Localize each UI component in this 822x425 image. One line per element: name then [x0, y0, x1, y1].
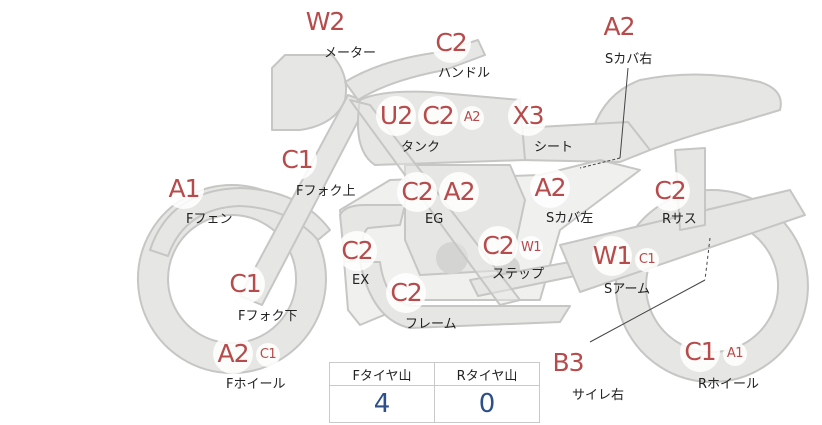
grade-seat: X3: [508, 96, 548, 136]
grade-meter: W2: [305, 2, 345, 42]
label-side-cover-left: Sカバ左: [546, 211, 594, 226]
label-frame: フレーム: [405, 317, 457, 332]
grade-tank-2: C2: [418, 96, 458, 136]
tail-shape: [589, 73, 782, 151]
grade-fork-upper: C1: [277, 140, 317, 180]
grade-rear-wheel-sub: A1: [723, 342, 747, 366]
grade-front-wheel: A2: [213, 334, 253, 374]
grade-swing-arm-sub: C1: [635, 248, 659, 272]
label-rear-suspension: Rサス: [662, 212, 697, 227]
label-fork-lower: Fフォク下: [238, 309, 298, 324]
grade-step-sub: W1: [519, 236, 543, 260]
grade-side-cover-left: A2: [530, 168, 570, 208]
headlight-shape: [271, 54, 348, 131]
rear-tire-value: 0: [434, 385, 540, 423]
label-silencer-right: サイレ右: [572, 388, 625, 403]
label-side-cover-right: Sカバ右: [605, 52, 653, 67]
label-swing-arm: Sアーム: [604, 282, 651, 297]
tire-tread-table: Fタイヤ山 Rタイヤ山 4 0: [329, 362, 540, 423]
grade-engine-1: C2: [397, 172, 437, 212]
label-front-wheel: Fホイール: [226, 377, 286, 392]
label-seat: シート: [534, 140, 574, 155]
grade-tank-sub: A2: [460, 106, 484, 130]
label-handle: ハンドル: [438, 66, 491, 81]
grade-tank-1: U2: [376, 96, 416, 136]
grade-fork-lower: C1: [225, 264, 265, 304]
grade-rear-wheel: C1: [680, 332, 720, 372]
grade-side-cover-right: A2: [599, 7, 639, 47]
label-tank: タンク: [401, 140, 441, 155]
grade-engine-2: A2: [439, 172, 479, 212]
label-exhaust: EX: [352, 273, 370, 288]
front-tire-header: Fタイヤ山: [329, 362, 435, 386]
grade-step: C2: [478, 226, 518, 266]
grade-exhaust: C2: [337, 231, 377, 271]
label-engine: EG: [425, 212, 444, 227]
grade-swing-arm: W1: [592, 236, 632, 276]
grade-front-fender: A1: [164, 169, 204, 209]
rear-tire-header: Rタイヤ山: [434, 362, 540, 386]
label-meter: メーター: [324, 46, 377, 61]
grade-front-wheel-sub: C1: [256, 343, 280, 367]
grade-rear-suspension: C2: [650, 171, 690, 211]
label-step: ステップ: [492, 267, 545, 282]
label-front-fender: Fフェン: [186, 212, 233, 227]
grade-frame: C2: [386, 273, 426, 313]
label-rear-wheel: Rホイール: [698, 377, 760, 392]
grade-silencer-right: B3: [548, 343, 588, 383]
front-tire-value: 4: [329, 385, 435, 423]
label-fork-upper: Fフォク上: [296, 184, 356, 199]
grade-handle: C2: [431, 23, 471, 63]
